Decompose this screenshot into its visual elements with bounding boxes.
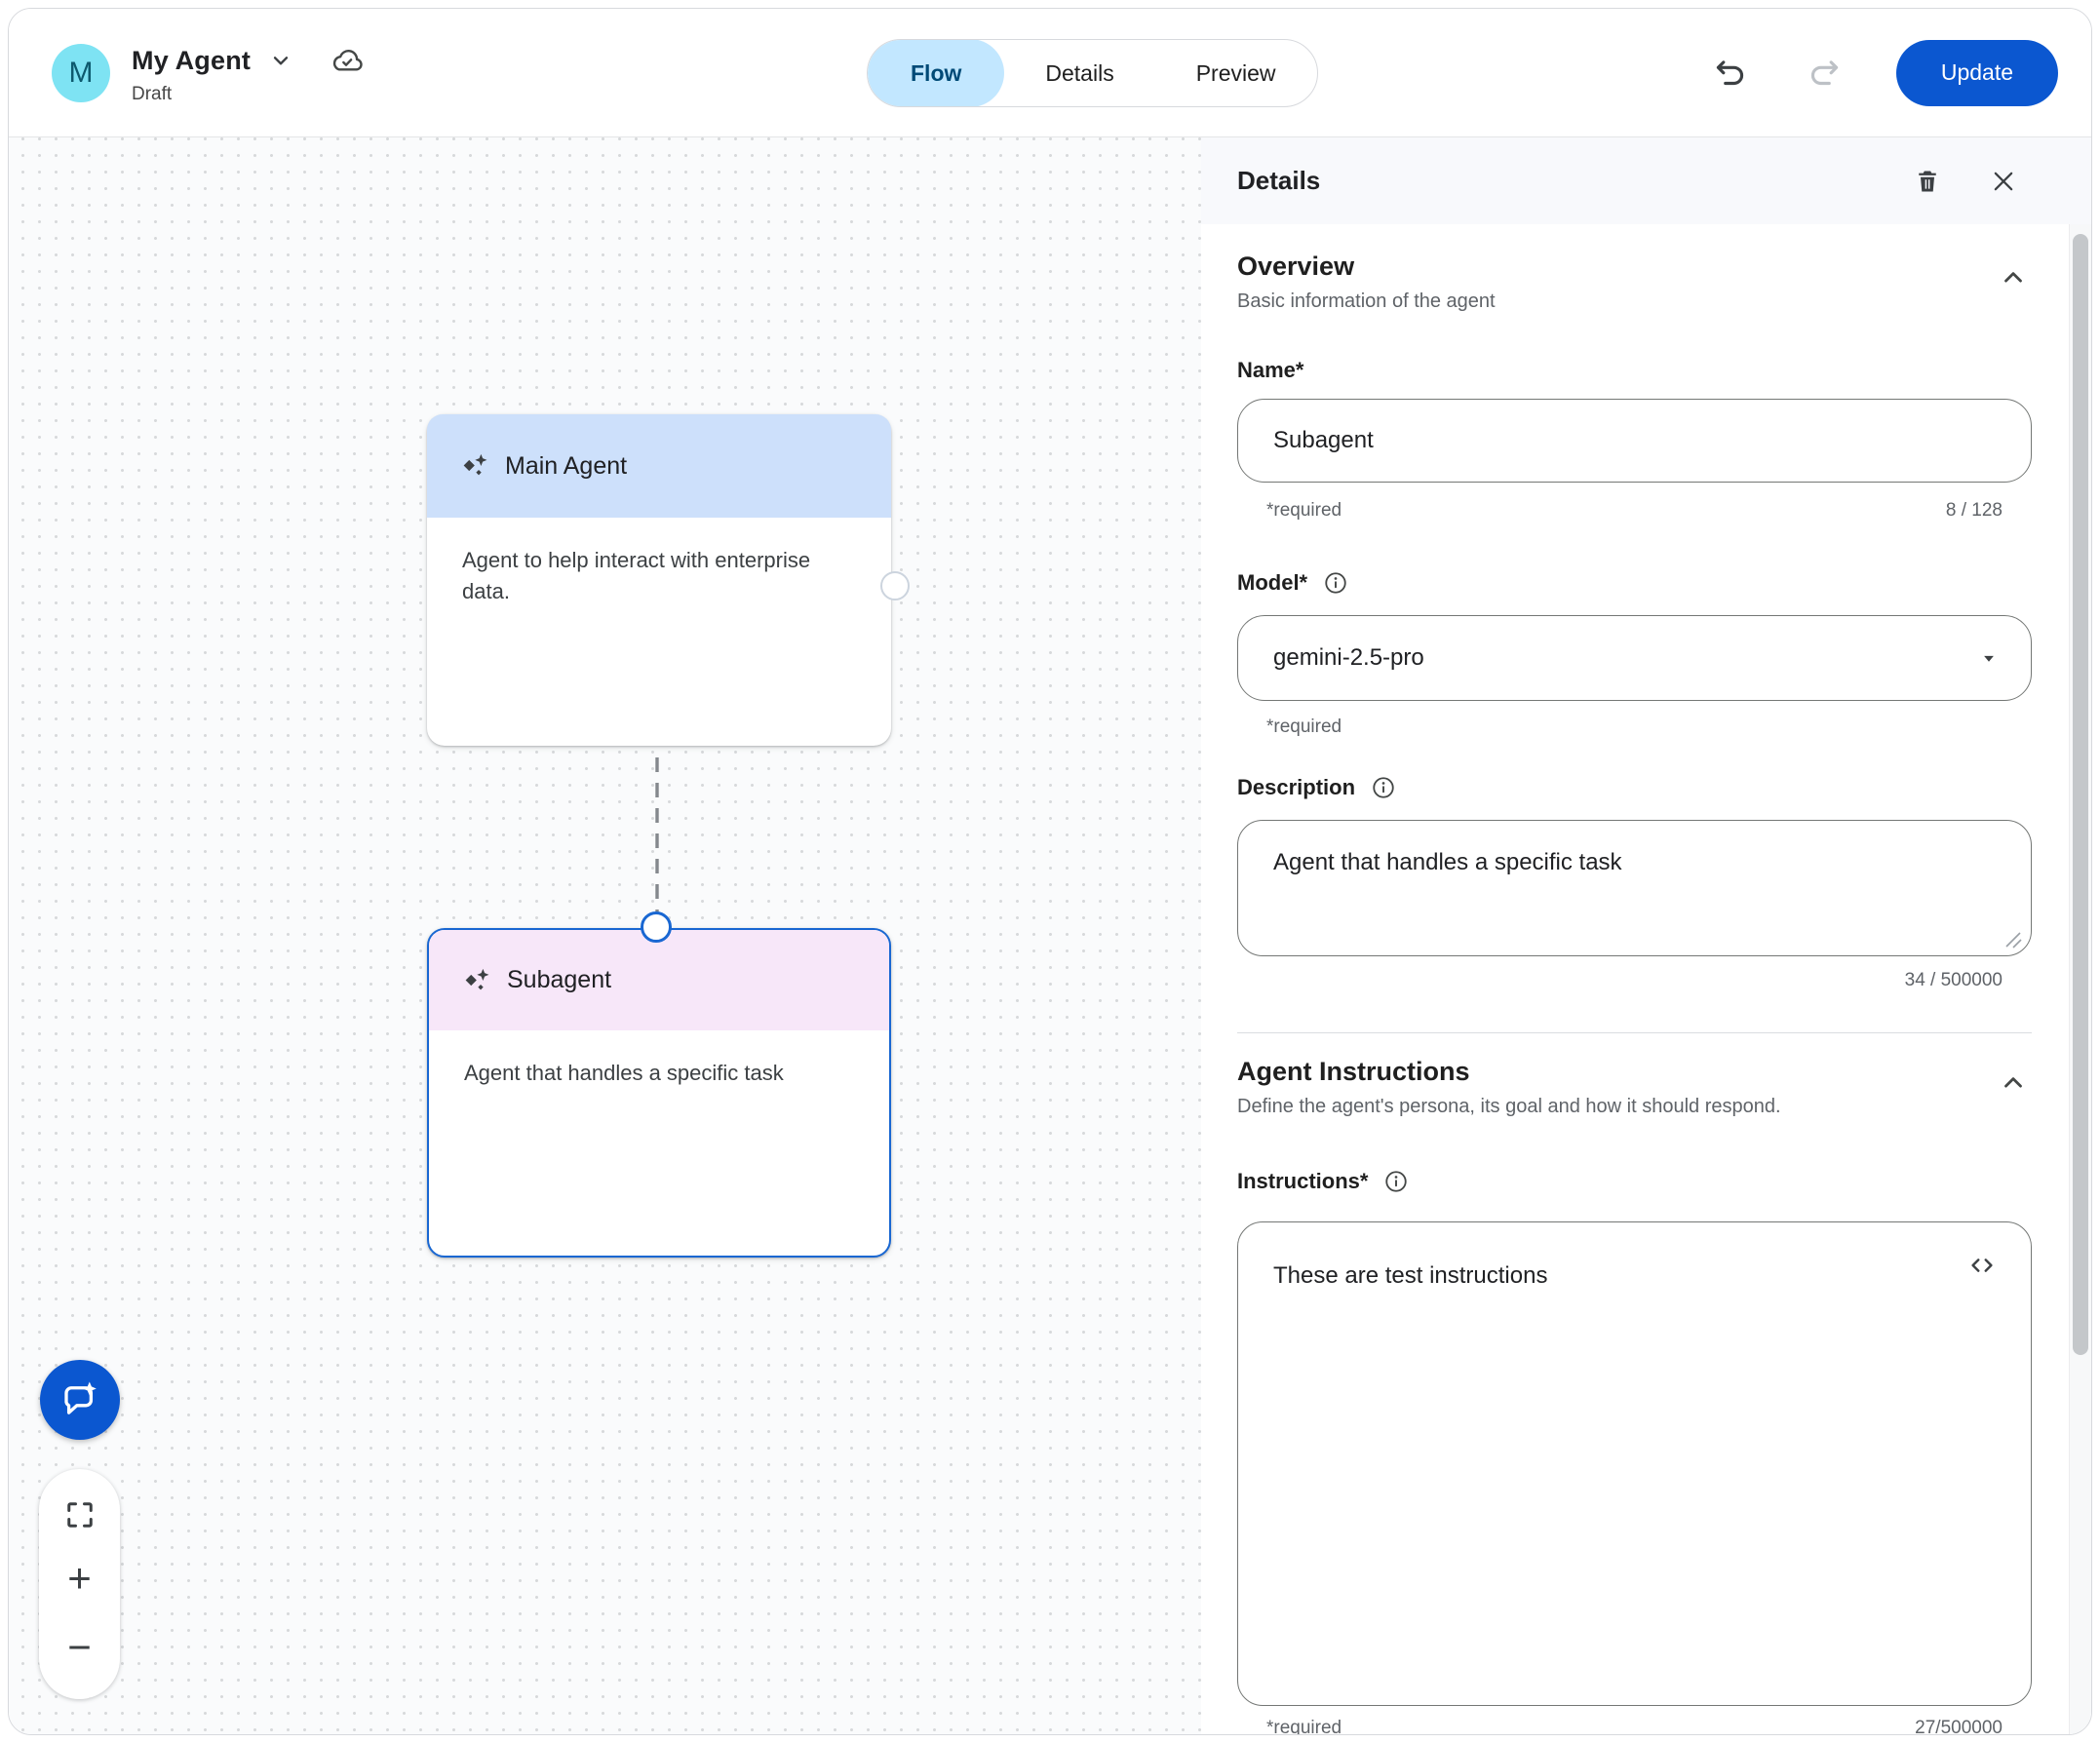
instructions-textarea[interactable]: These are test instructions <box>1237 1221 2032 1706</box>
chevron-up-icon <box>2004 272 2022 283</box>
details-panel-header: Details <box>1201 137 2091 224</box>
info-icon[interactable] <box>1323 570 1348 596</box>
agent-menu-button[interactable] <box>264 44 297 77</box>
caret-down-icon <box>1984 655 1994 662</box>
description-label: Description <box>1237 775 2032 800</box>
flow-canvas[interactable]: Main Agent Agent to help interact with e… <box>9 137 1201 1734</box>
close-panel-button[interactable] <box>1986 164 2021 199</box>
tab-details[interactable]: Details <box>1004 40 1154 106</box>
model-select[interactable]: gemini-2.5-pro <box>1237 615 2032 701</box>
instructions-collapse-button[interactable] <box>1995 1065 2032 1102</box>
section-divider <box>1237 1032 2032 1033</box>
app-header: M My Agent Draft Flow Details Preview <box>9 9 2091 137</box>
model-label: Model* <box>1237 570 2032 596</box>
overview-subheading: Basic information of the agent <box>1237 290 1496 312</box>
node-description: Agent that handles a specific task <box>464 1061 784 1085</box>
instructions-subheading: Define the agent's persona, its goal and… <box>1237 1096 1781 1117</box>
update-button[interactable]: Update <box>1895 39 2058 106</box>
panel-scrollbar[interactable] <box>2069 224 2091 1734</box>
trash-icon <box>1919 171 1936 191</box>
code-icon <box>1971 1259 1993 1272</box>
fit-view-button[interactable] <box>62 1497 97 1532</box>
node-main-agent-header: Main Agent <box>427 414 891 518</box>
chat-sparkle-icon <box>64 1381 97 1414</box>
instructions-heading: Agent Instructions <box>1237 1057 1470 1086</box>
overview-collapse-button[interactable] <box>1995 259 2032 296</box>
model-select-value: gemini-2.5-pro <box>1273 644 1424 671</box>
undo-icon <box>1716 59 1743 85</box>
node-title: Subagent <box>507 966 612 993</box>
info-icon[interactable] <box>1371 775 1396 800</box>
panel-scrollbar-thumb[interactable] <box>2073 234 2088 1355</box>
chevron-up-icon <box>2004 1077 2022 1088</box>
tab-preview[interactable]: Preview <box>1155 40 1317 106</box>
instructions-helper: *required <box>1266 1718 1342 1734</box>
instructions-label: Instructions* <box>1237 1169 2032 1194</box>
agent-brand: M My Agent Draft <box>52 40 368 105</box>
agent-status: Draft <box>132 84 173 104</box>
app-window: M My Agent Draft Flow Details Preview <box>8 8 2092 1735</box>
description-counter: 34 / 500000 <box>1904 970 2003 990</box>
node-title: Main Agent <box>505 451 628 480</box>
model-helper: *required <box>1266 717 1342 737</box>
redo-button[interactable] <box>1803 52 1846 95</box>
fit-view-icon <box>66 1502 93 1529</box>
cloud-done-icon <box>327 40 368 81</box>
name-label: Name* <box>1237 358 1304 382</box>
node-description: Agent to help interact with enterprise d… <box>462 548 811 603</box>
code-view-button[interactable] <box>1967 1251 1997 1280</box>
name-input[interactable] <box>1237 399 2032 483</box>
close-icon <box>1994 172 2013 190</box>
undo-button[interactable] <box>1709 52 1752 95</box>
agent-title: My Agent <box>132 45 252 75</box>
chevron-down-icon <box>273 57 289 65</box>
panel-title: Details <box>1237 166 1321 195</box>
description-textarea[interactable]: Agent that handles a specific task <box>1237 820 2032 956</box>
view-tabs: Flow Details Preview <box>867 39 1318 107</box>
name-counter: 8 / 128 <box>1945 500 2003 521</box>
info-icon[interactable] <box>1383 1169 1409 1194</box>
tab-flow[interactable]: Flow <box>868 40 1005 106</box>
connector-handle-subagent-top[interactable] <box>641 911 672 943</box>
overview-heading: Overview <box>1237 252 1355 281</box>
edge-main-to-subagent <box>655 757 659 915</box>
spark-icon <box>463 453 487 476</box>
details-panel: Details Overview Basic information of th… <box>1201 137 2091 1734</box>
resize-handle-icon[interactable] <box>2001 927 2022 949</box>
delete-node-button[interactable] <box>1910 164 1945 199</box>
redo-icon <box>1810 59 1839 85</box>
agent-avatar: M <box>52 43 110 102</box>
zoom-in-button[interactable]: + <box>67 1554 92 1601</box>
name-helper: *required <box>1266 500 1342 521</box>
node-subagent[interactable]: Subagent Agent that handles a specific t… <box>427 928 891 1258</box>
node-subagent-header: Subagent <box>429 930 889 1030</box>
chat-button[interactable] <box>40 1360 120 1440</box>
zoom-out-button[interactable]: − <box>67 1623 92 1670</box>
node-main-agent[interactable]: Main Agent Agent to help interact with e… <box>427 414 891 746</box>
spark-icon <box>465 968 489 989</box>
canvas-toolbar: + − <box>39 1469 120 1699</box>
instructions-counter: 27/500000 <box>1915 1718 2003 1734</box>
connector-handle-main-right[interactable] <box>880 571 910 600</box>
